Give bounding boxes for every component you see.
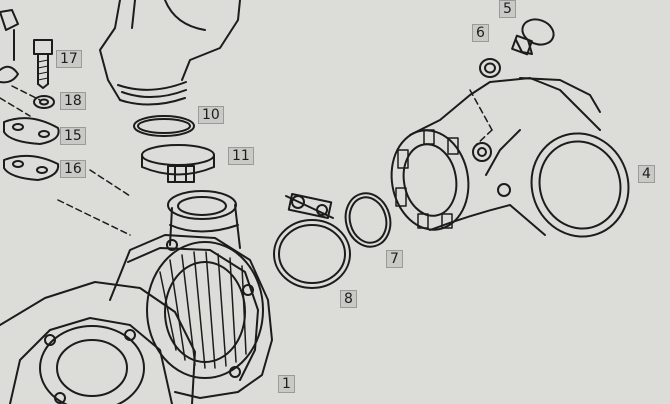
callout-15: 15 — [60, 127, 86, 145]
washer-18-part — [33, 95, 55, 109]
callout-17: 17 — [56, 50, 82, 68]
intake-hose-part — [99, 0, 241, 106]
callout-4: 4 — [638, 165, 655, 183]
callout-10: 10 — [198, 106, 224, 124]
elbow-pipe-4-part — [390, 77, 630, 238]
callout-5: 5 — [499, 0, 516, 18]
callout-6: 6 — [472, 24, 489, 42]
plug-5-part — [511, 18, 555, 56]
hose-clamp-8-part — [273, 193, 351, 289]
callout-1: 1 — [278, 375, 295, 393]
flange-15-part — [3, 117, 60, 145]
seal-6-part — [479, 58, 501, 78]
callout-16: 16 — [60, 160, 86, 178]
callout-7: 7 — [386, 250, 403, 268]
callout-8: 8 — [340, 290, 357, 308]
callout-18: 18 — [60, 92, 86, 110]
hose-clamp-11-part — [141, 144, 215, 183]
bolt-17-part — [33, 39, 53, 89]
turbocharger-part — [0, 190, 273, 404]
o-ring-10-part — [133, 115, 195, 137]
gasket-16-part — [3, 154, 60, 181]
callout-11: 11 — [228, 147, 254, 165]
o-ring-7-part — [344, 192, 392, 248]
